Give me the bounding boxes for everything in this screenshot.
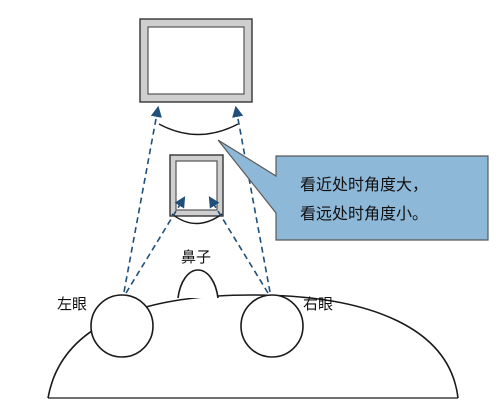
near-angle-arc [171, 213, 223, 225]
head-outline [47, 294, 459, 399]
nose-label: 鼻子 [181, 248, 211, 266]
sight-line-left-eye-near [125, 196, 186, 294]
right-eye-label: 右眼 [303, 295, 333, 313]
far-angle-arc [158, 123, 239, 136]
callout-line-1: 看近处时角度大， [300, 175, 428, 194]
sight-line-right-eye-near [208, 196, 269, 294]
callout-line-2: 看远处时角度小。 [300, 204, 428, 223]
callout-bubble [217, 139, 489, 241]
right-eye [240, 294, 304, 358]
sight-line-right-eye-far [232, 105, 271, 293]
left-eye [90, 294, 154, 358]
far-object-frame [139, 18, 253, 103]
sight-line-left-eye-far [123, 105, 162, 293]
left-eye-label: 左眼 [57, 295, 87, 313]
nose-shape [177, 269, 219, 299]
